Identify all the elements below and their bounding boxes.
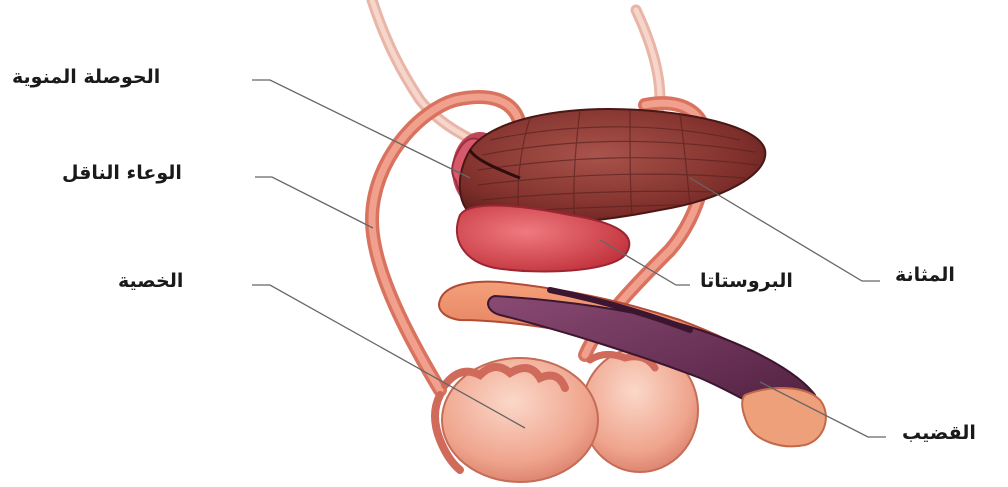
label-seminal-vesicle: الحوصلة المنوية	[12, 68, 160, 87]
label-vas-deferens: الوعاء الناقل	[62, 164, 182, 183]
label-prostate: البروستاتا	[700, 272, 793, 291]
label-bladder: المثانة	[895, 266, 955, 285]
label-penis: القضيب	[902, 424, 976, 443]
left-ureter	[372, 0, 495, 150]
label-testis: الخصية	[118, 272, 183, 291]
leader-vas	[255, 177, 373, 228]
left-testis	[442, 358, 598, 482]
leader-seminal	[252, 80, 470, 178]
testis-organ	[435, 348, 698, 482]
